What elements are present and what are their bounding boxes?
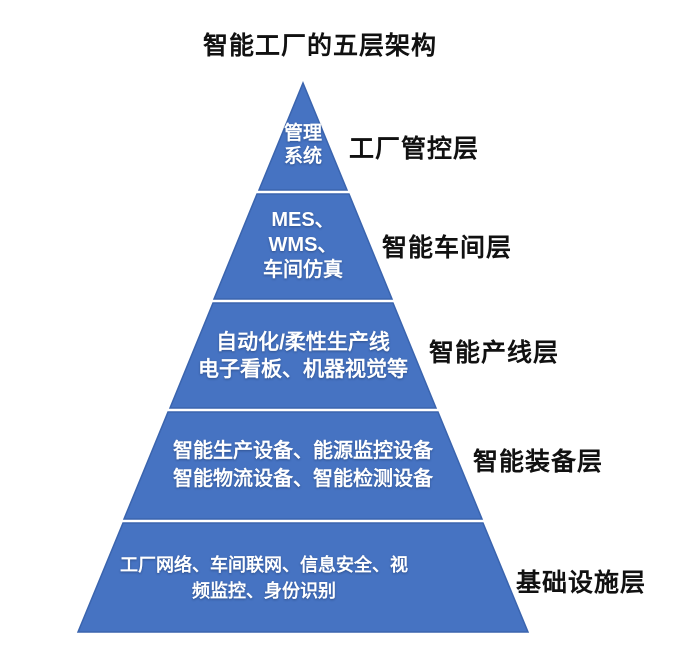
layer-1-content: 管理 系统 [243,122,363,168]
layer-1-content-line: 管理 [283,123,322,144]
layer-2-content-line: 车间仿真 [263,259,343,281]
layer-3-content-line: 自动化/柔性生产线 [216,331,390,354]
layer-2-content: MES、 WMS、 车间仿真 [228,208,378,283]
layer-3-content-line: 电子看板、机器视觉等 [198,358,408,381]
layer-2-content-line: MES、 [271,209,335,231]
pyramid-layer-5-shape [76,522,530,633]
layer-3-label: 智能产线层 [429,339,560,367]
layer-4-content: 智能生产设备、能源监控设备 智能物流设备、智能检测设备 [158,437,448,493]
layer-5-content: 工厂网络、车间联网、信息安全、视 频监控、身份识别 [114,552,414,604]
layer-5-label: 基础设施层 [516,569,647,597]
layer-5-content-line: 频监控、身份识别 [192,581,336,601]
layer-1-content-line: 系统 [283,146,322,167]
pyramid-layer-1-shape [257,81,349,191]
pyramid-layer-4-shape [122,411,484,520]
layer-5-content-line: 工厂网络、车间联网、信息安全、视 [120,555,408,575]
pyramid-layer-2-shape [212,193,394,300]
layer-4-content-line: 智能物流设备、智能检测设备 [173,468,433,490]
layer-3-content: 自动化/柔性生产线 电子看板、机器视觉等 [183,329,423,383]
layer-2-content-line: WMS、 [268,234,338,256]
pyramid-layer-3-shape [168,302,438,409]
page-title: 智能工厂的五层架构 [202,32,437,60]
layer-2-label: 智能车间层 [382,234,513,262]
layer-4-content-line: 智能生产设备、能源监控设备 [173,440,433,462]
layer-4-label: 智能装备层 [473,448,604,476]
layer-1-label: 工厂管控层 [349,135,480,163]
